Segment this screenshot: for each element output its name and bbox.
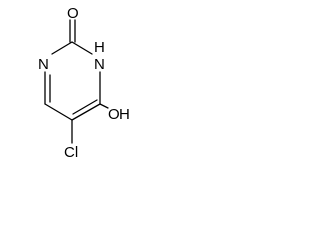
bond-c2-n3 — [71, 41, 93, 55]
bond-c2-n1 — [51, 41, 73, 55]
atom-n3: N — [94, 56, 105, 73]
bond-c5-c4-a — [71, 103, 101, 121]
molecule-svg: O N H N O H Cl — [38, 5, 130, 161]
atom-h3: H — [94, 39, 105, 56]
atom-h4: H — [119, 106, 130, 123]
structure-diagram: O N H N O H Cl — [0, 0, 159, 199]
atom-o2: O — [67, 5, 79, 22]
atom-n1: N — [38, 56, 49, 73]
bond-c4-o4 — [99, 103, 109, 109]
bond-c5-c4-b — [72, 99, 98, 115]
atom-cl5: Cl — [64, 144, 78, 161]
bonds — [44, 19, 109, 144]
bond-c6-c5 — [44, 103, 73, 121]
atom-o4: O — [108, 106, 120, 123]
atom-labels: O N H N O H Cl — [38, 5, 130, 161]
